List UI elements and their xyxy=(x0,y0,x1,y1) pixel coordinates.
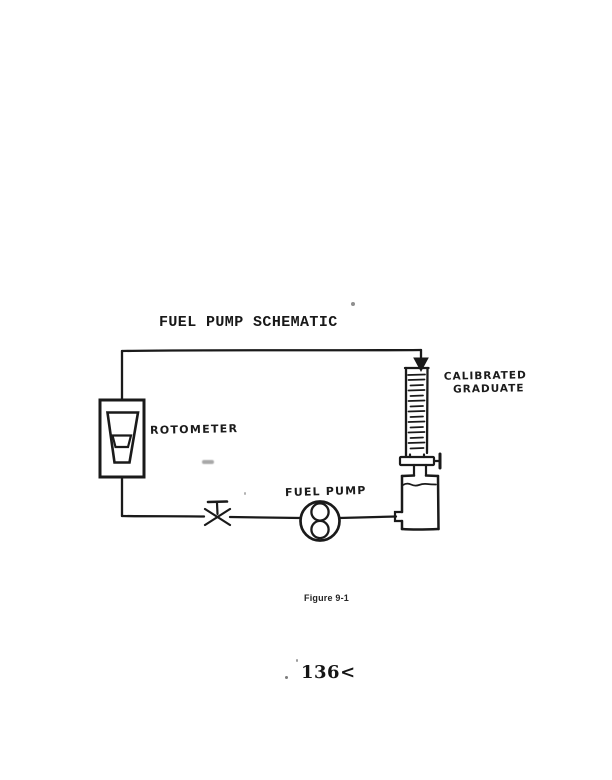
pipe-lines xyxy=(120,348,423,520)
page-number: 136< xyxy=(301,662,356,683)
fuel-pump-label: FUEL PUMP xyxy=(284,483,367,500)
receiver-tank-symbol xyxy=(393,474,440,531)
scan-speck xyxy=(296,659,298,662)
scan-speck xyxy=(351,302,355,306)
shutoff-valve-symbol xyxy=(203,500,232,527)
scan-smudge xyxy=(202,460,214,464)
pipe-bottom-2 xyxy=(228,515,303,520)
page-title: FUEL PUMP SCHEMATIC xyxy=(159,314,338,331)
rotometer-float xyxy=(111,434,133,449)
liquid-level-line xyxy=(402,482,437,487)
calibrated-graduate-label-line1: CALIBRATED xyxy=(443,369,527,383)
calibrated-graduate-symbol xyxy=(403,366,430,458)
fuel-pump-symbol xyxy=(299,500,341,542)
scan-speck xyxy=(285,676,288,679)
rotometer-label: ROTOMETER xyxy=(149,422,239,437)
graduation-marks xyxy=(407,373,426,450)
scan-speck xyxy=(244,492,246,495)
stopcock-valve-symbol xyxy=(398,452,442,477)
pipe-top xyxy=(120,348,423,353)
flow-arrow-icon xyxy=(413,357,429,373)
pipe-bottom-1 xyxy=(120,514,206,518)
rotometer-symbol xyxy=(98,398,146,479)
pipe-bottom-3 xyxy=(337,515,398,520)
rotometer-taper xyxy=(106,411,140,464)
calibrated-graduate-label-line2: GRADUATE xyxy=(453,382,525,396)
figure-caption: Figure 9-1 xyxy=(304,593,350,603)
